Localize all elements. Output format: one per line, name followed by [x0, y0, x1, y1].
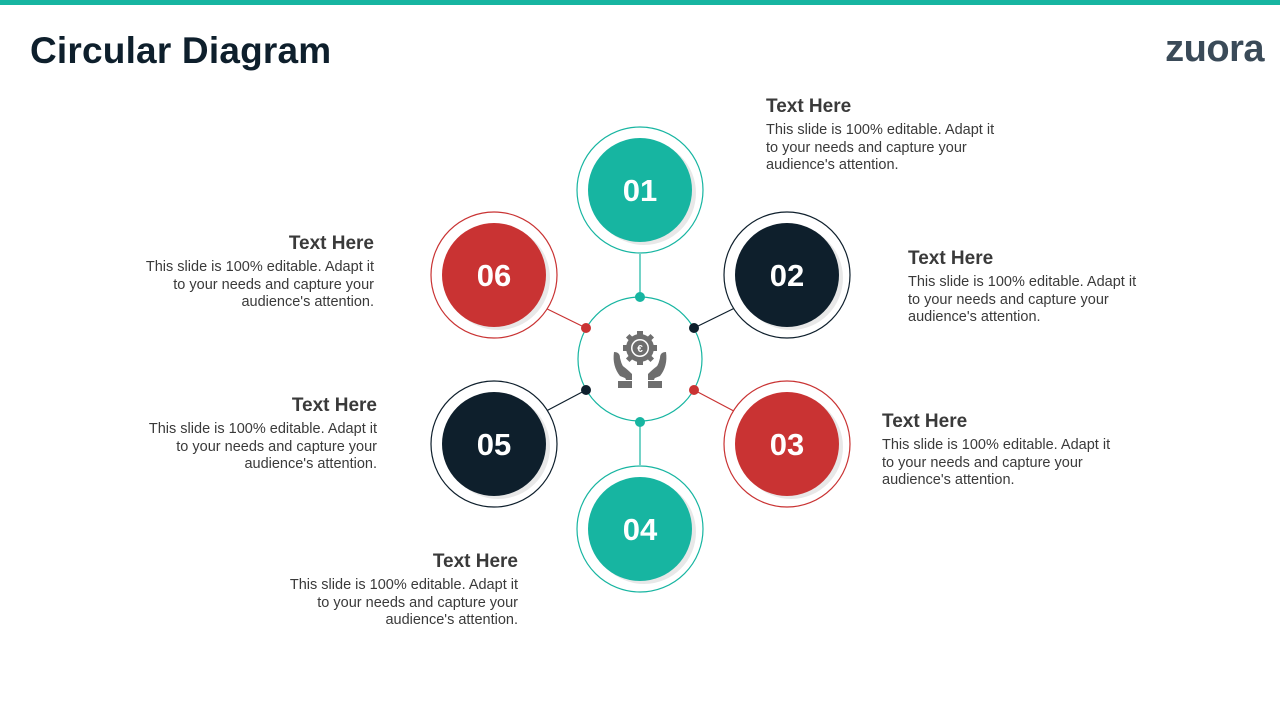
body-06: This slide is 100% editable. Adapt it to… [145, 259, 374, 310]
node-number-01: 01 [623, 173, 657, 208]
node-number-04: 04 [623, 512, 658, 547]
heading-02: Text Here [908, 248, 994, 269]
svg-text:€: € [637, 344, 643, 355]
page-title: Circular Diagram [30, 30, 332, 71]
body-04: This slide is 100% editable. Adapt it to… [289, 577, 518, 628]
body-02: This slide is 100% editable. Adapt it to… [908, 274, 1137, 325]
node-01: 01 [576, 126, 704, 254]
text-block-06: Text Here This slide is 100% editable. A… [134, 233, 374, 312]
hub-dot-05 [581, 385, 591, 395]
heading-03: Text Here [882, 411, 968, 432]
hub-dot-04 [635, 417, 645, 427]
heading-04: Text Here [432, 551, 518, 572]
hub-dot-01 [635, 292, 645, 302]
node-number-05: 05 [477, 427, 511, 462]
body-01: This slide is 100% editable. Adapt it to… [766, 122, 995, 173]
node-04: 04 [576, 465, 704, 593]
node-05: 05 [430, 380, 558, 508]
text-block-02: Text Here This slide is 100% editable. A… [908, 248, 1148, 327]
text-block-01: Text Here This slide is 100% editable. A… [766, 96, 1006, 175]
text-block-03: Text Here This slide is 100% editable. A… [882, 411, 1122, 490]
hub-dot-03 [689, 385, 699, 395]
node-number-03: 03 [770, 427, 804, 462]
hub-dot-02 [689, 323, 699, 333]
node-number-06: 06 [477, 258, 511, 293]
body-03: This slide is 100% editable. Adapt it to… [882, 437, 1111, 488]
heading-01: Text Here [766, 96, 852, 117]
top-accent-bar [0, 0, 1280, 5]
text-block-04: Text Here This slide is 100% editable. A… [278, 551, 518, 630]
brand-logo: zuora [1165, 28, 1264, 70]
heading-05: Text Here [291, 395, 377, 416]
text-block-05: Text Here This slide is 100% editable. A… [137, 395, 377, 474]
hub-dot-06 [581, 323, 591, 333]
node-03: 03 [723, 380, 851, 508]
node-02: 02 [723, 211, 851, 339]
node-06: 06 [430, 211, 558, 339]
node-number-02: 02 [770, 258, 804, 293]
body-05: This slide is 100% editable. Adapt it to… [148, 421, 377, 472]
hands-euro-coin-icon: € [613, 331, 667, 388]
heading-06: Text Here [288, 233, 374, 254]
